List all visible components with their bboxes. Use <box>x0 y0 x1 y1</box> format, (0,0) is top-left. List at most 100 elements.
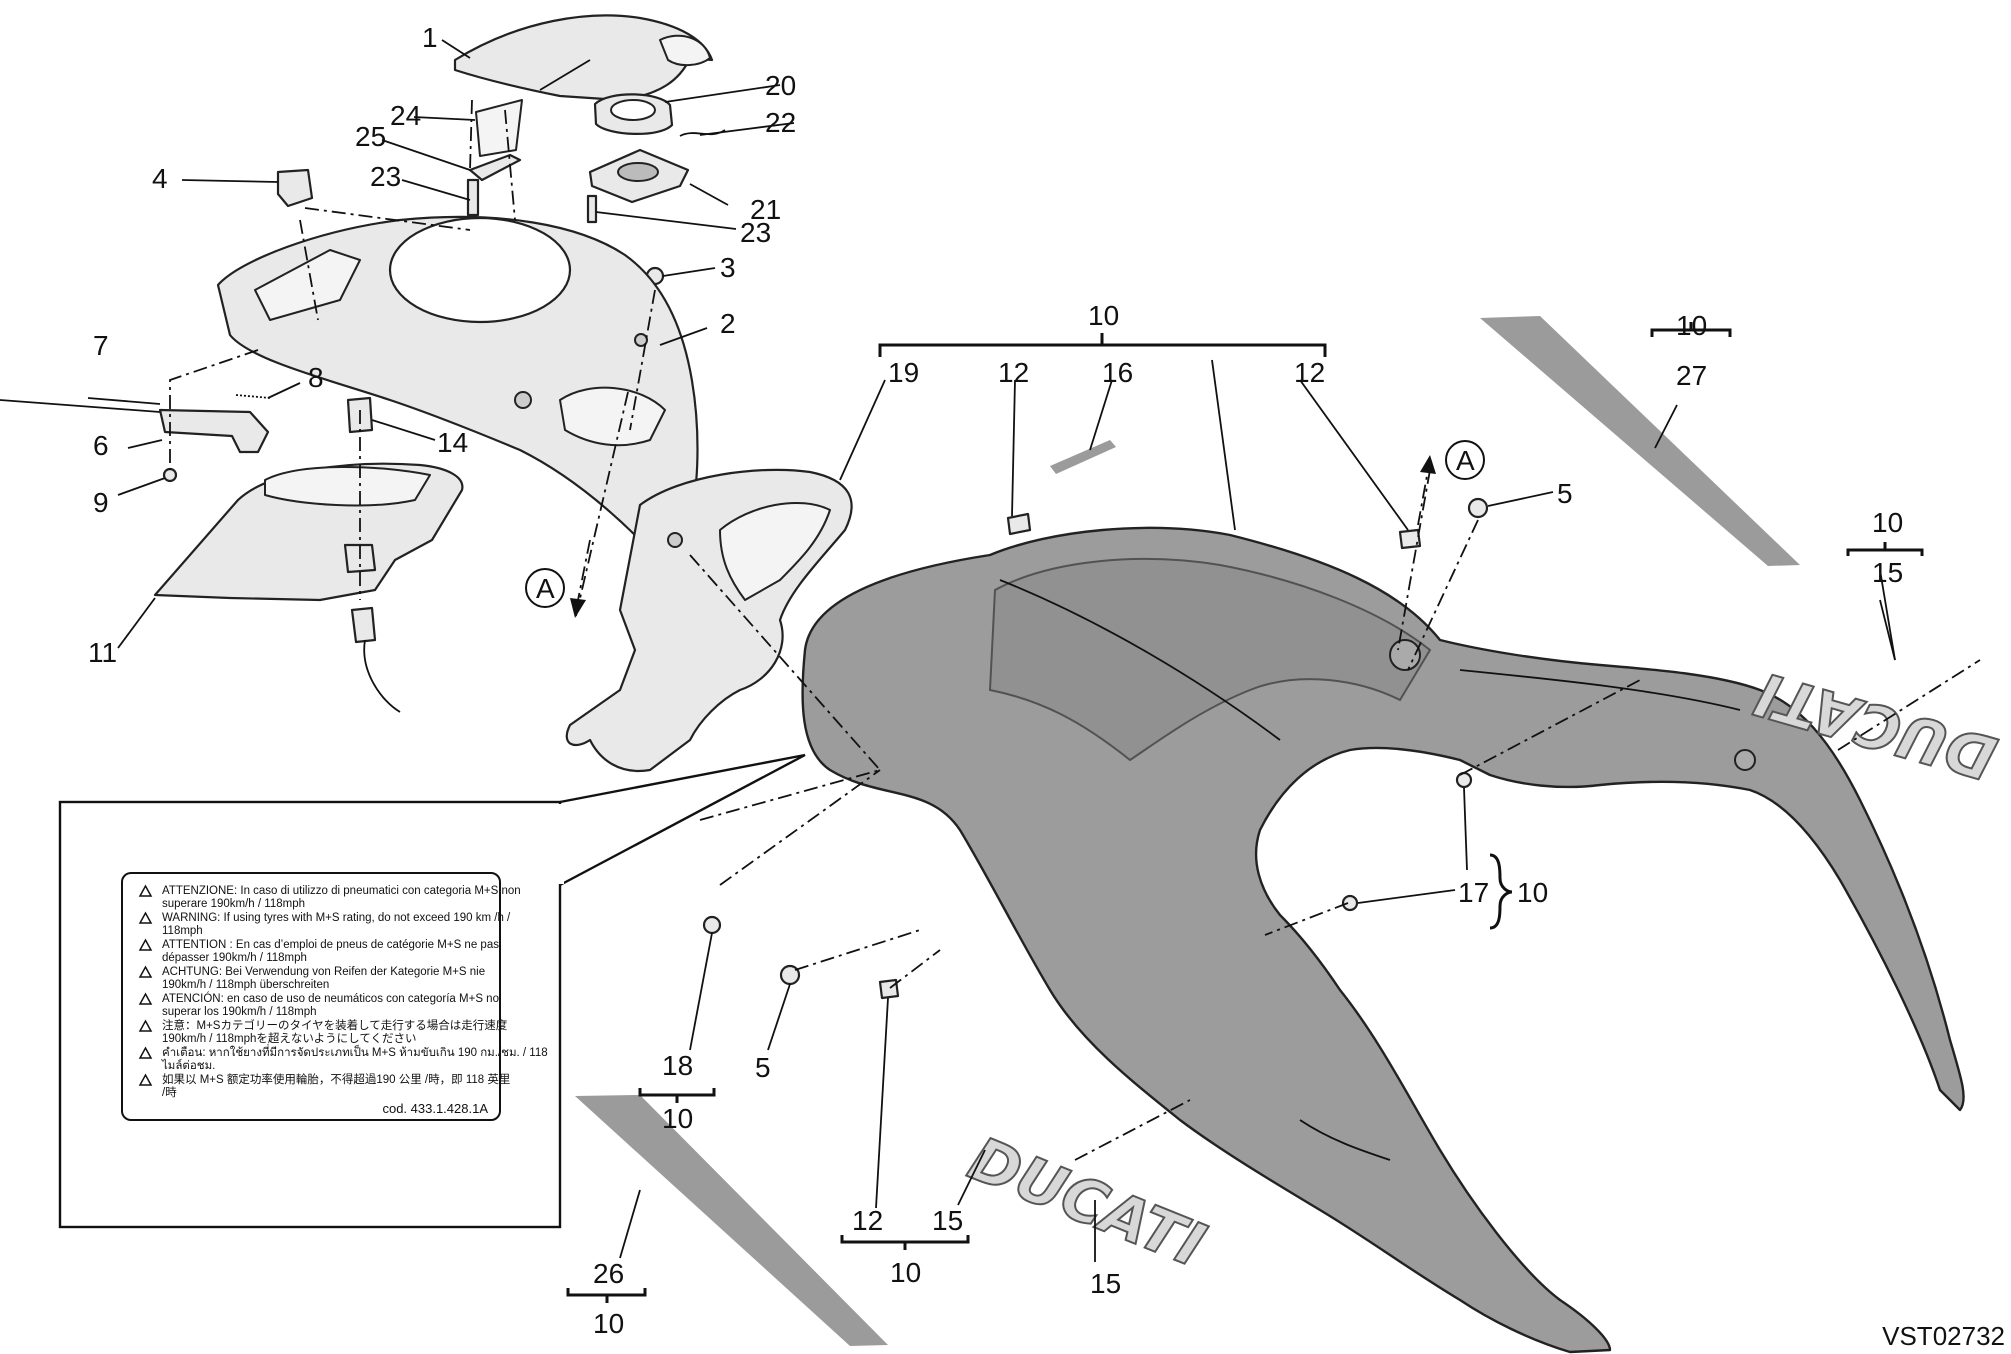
label-line-16: /時 <box>162 1086 177 1099</box>
arrow-ref-a-left <box>577 539 591 601</box>
callout-4: 4 <box>152 163 168 194</box>
callout-8: 8 <box>308 362 324 393</box>
label-detail-box-cover <box>558 804 564 884</box>
callout-10-upper-right: 10 <box>1676 310 1707 341</box>
arrow-head-a-left <box>570 598 586 618</box>
screw-5-right <box>1467 497 1489 519</box>
callout-16: 16 <box>1102 357 1133 388</box>
label-code: cod. 433.1.428.1A <box>382 1101 488 1116</box>
callout-15-bottom: 15 <box>932 1205 963 1236</box>
callout-5-left: 5 <box>755 1052 771 1083</box>
label-line-2: superare 190km/h / 118mph <box>162 898 305 910</box>
callout-17: 17 <box>1458 877 1489 908</box>
callout-12-top-left: 12 <box>998 357 1029 388</box>
callout-24: 24 <box>390 100 421 131</box>
label-line-15: 如果以 M+S 额定功率使用輪胎，不得超過190 公里 /時，即 118 英里 <box>162 1072 510 1086</box>
top-cover-part-1 <box>453 14 714 102</box>
label-line-6: dépasser 190km/h / 118mph <box>162 952 307 964</box>
callout-10-mid-right: 10 <box>1517 877 1548 908</box>
label-line-4: 118mph <box>162 925 203 937</box>
callout-10-right: 10 <box>1872 507 1903 538</box>
label-line-13: คำเตือน: หากใช้ยางที่มีการจัดประเภทเป็น … <box>162 1044 548 1059</box>
arrow-ref-a-right <box>1417 469 1429 526</box>
label-line-1: ATTENZIONE: In caso di utilizzo di pneum… <box>162 885 521 897</box>
part-4 <box>276 168 314 208</box>
tray-part-11 <box>153 462 464 713</box>
screw-18 <box>702 915 722 935</box>
callout-14: 14 <box>437 427 468 458</box>
stripe-decal-16 <box>1050 440 1116 474</box>
tank-cover-part-2 <box>216 215 699 542</box>
callout-23-left: 23 <box>370 161 401 192</box>
rod-part-7 <box>0 399 161 413</box>
callout-12-bottom: 12 <box>852 1205 883 1236</box>
clip-12-right <box>1398 528 1422 550</box>
callout-2: 2 <box>720 308 736 339</box>
part-24 <box>475 99 523 157</box>
label-line-10: superar los 190km/h / 118mph <box>162 1006 316 1018</box>
callout-27: 27 <box>1676 360 1707 391</box>
callout-10-top: 10 <box>1088 300 1119 331</box>
assembly-lines <box>169 99 1981 1161</box>
callout-22: 22 <box>765 107 796 138</box>
ref-a-right: A <box>1456 445 1475 476</box>
label-line-9: ATENCIÓN: en caso de uso de neumáticos c… <box>162 992 499 1005</box>
ref-a-circle-right <box>1445 440 1485 480</box>
callout-12-top-right: 12 <box>1294 357 1325 388</box>
callout-3: 3 <box>720 252 736 283</box>
warning-label-sticker <box>121 872 501 1121</box>
label-line-3: WARNING: If using tyres with M+S rating,… <box>162 912 511 924</box>
inner-panel-part-19 <box>565 468 853 773</box>
label-box-pointer <box>559 753 806 887</box>
callout-26: 26 <box>593 1258 624 1289</box>
callout-25: 25 <box>355 121 386 152</box>
callout-1: 1 <box>422 22 438 53</box>
label-line-14: ไมล์ต่อชม. <box>161 1058 215 1072</box>
callout-21: 21 <box>750 194 781 225</box>
callout-labels: 1 20 22 24 25 23 4 21 23 3 2 7 8 6 14 9 … <box>88 22 1903 1339</box>
warning-label-text: ATTENZIONE: In caso di utilizzo di pneum… <box>161 885 548 1116</box>
callout-10-bottom: 10 <box>890 1257 921 1288</box>
callout-19: 19 <box>888 357 919 388</box>
callout-5-right: 5 <box>1557 478 1573 509</box>
callout-15-lower: 15 <box>1090 1268 1121 1299</box>
label-line-12: 190km/h / 118mphを超えないようにしてください <box>162 1031 416 1045</box>
callout-7: 7 <box>93 330 109 361</box>
screw-23-left <box>466 178 480 217</box>
callout-20: 20 <box>765 70 796 101</box>
stripe-decal-27 <box>1480 316 1800 566</box>
clip-12-left <box>1006 512 1032 536</box>
ref-a-left: A <box>536 573 555 604</box>
ring-part-20-hole <box>610 99 656 121</box>
warning-triangles <box>138 884 153 1086</box>
arrow-head-a-right <box>1420 455 1436 474</box>
ducati-logo-decal-left: DUCATI <box>959 1124 1214 1281</box>
plate-part-21-hole <box>617 162 659 182</box>
callout-11: 11 <box>88 637 117 668</box>
callout-23-right: 23 <box>740 217 771 248</box>
screw-23-right <box>586 194 598 224</box>
assembly-braces <box>566 322 1924 1303</box>
spring-part-8 <box>235 394 271 399</box>
bracket-part-6 <box>158 408 270 454</box>
fuel-tank-part-10 <box>801 526 1965 1354</box>
label-line-5: ATTENTION : En cas d’emploi de pneus de … <box>162 939 499 951</box>
clip-12-bottom <box>878 978 900 1000</box>
grommet-17-upper <box>1455 771 1473 789</box>
screw-9 <box>162 467 178 483</box>
callout-6: 6 <box>93 430 109 461</box>
callout-10-bottom-left: 10 <box>593 1308 624 1339</box>
grommet-17-lower <box>1341 894 1359 912</box>
label-line-11: 注意：M+Sカテゴリーのタイヤを装着して走行する場合は走行速度 <box>162 1018 508 1032</box>
label-line-8: 190km/h / 118mph überschreiten <box>162 979 329 991</box>
ref-a-circle-left <box>525 568 565 608</box>
label-line-7: ACHTUNG: Bei Verwendung von Reifen der K… <box>162 966 485 978</box>
callout-10-lower-left: 10 <box>662 1103 693 1134</box>
stripe-decal-26 <box>575 1095 888 1346</box>
callout-9: 9 <box>93 487 109 518</box>
callout-18: 18 <box>662 1050 693 1081</box>
part-25 <box>468 153 522 182</box>
diagram-id: VST02732 <box>1882 1321 2005 1351</box>
callout-15-right: 15 <box>1872 557 1903 588</box>
